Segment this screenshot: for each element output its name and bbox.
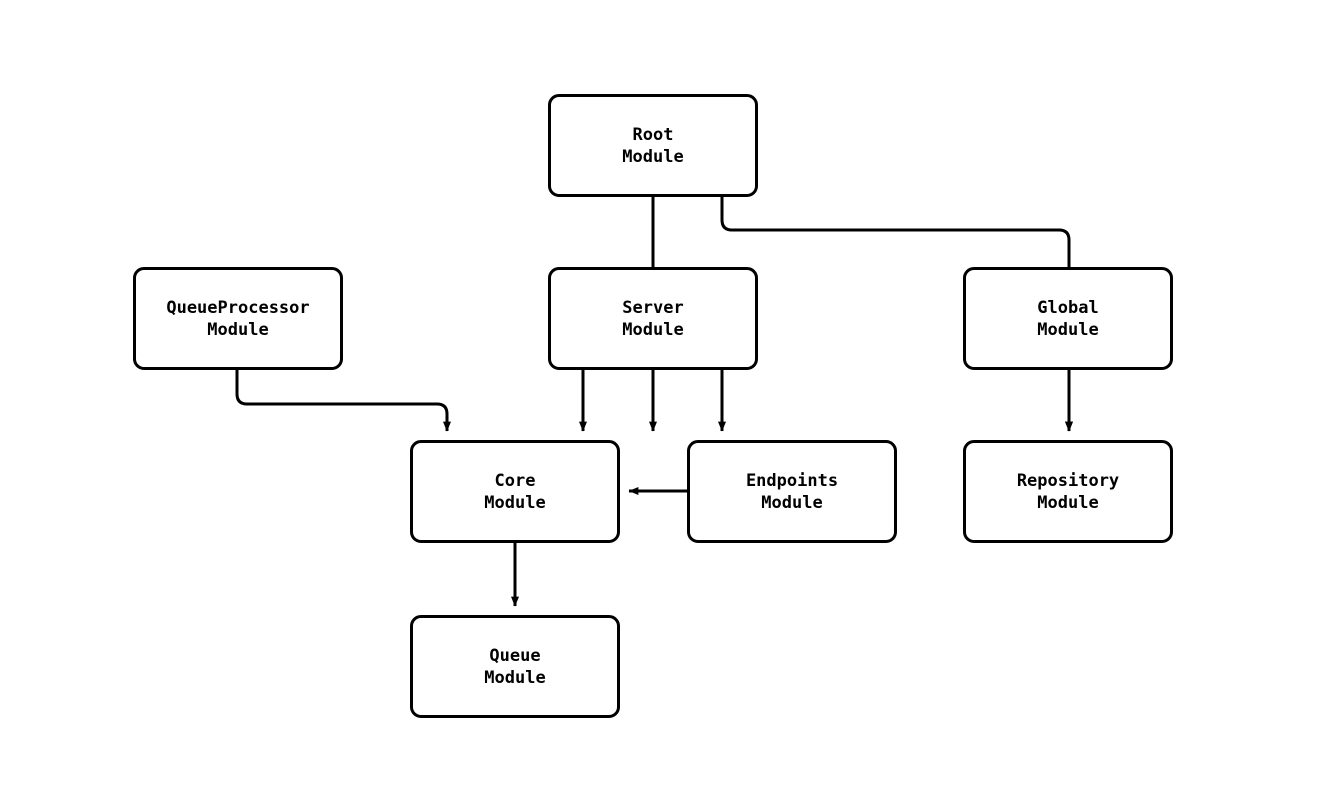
node-global-label: Global Module [1037,297,1099,340]
node-endpoints[interactable]: Endpoints Module [687,440,897,543]
node-repository-label: Repository Module [1016,470,1120,513]
node-root-label: Root Module [622,124,684,167]
node-root[interactable]: Root Module [548,94,758,197]
node-core[interactable]: Core Module [410,440,620,543]
node-queue[interactable]: Queue Module [410,615,620,718]
node-server-label: Server Module [622,297,684,340]
edge-root-to-global [720,197,1073,432]
node-repository[interactable]: Repository Module [963,440,1173,543]
node-queue-label: Queue Module [484,645,546,688]
node-queueprocessor[interactable]: QueueProcessor Module [133,267,343,370]
edge-queueprocessor-to-core [235,370,451,432]
node-global[interactable]: Global Module [963,267,1173,370]
node-server[interactable]: Server Module [548,267,758,370]
node-core-label: Core Module [484,470,546,513]
node-endpoints-label: Endpoints Module [745,470,839,513]
node-queueprocessor-label: QueueProcessor Module [166,297,310,340]
